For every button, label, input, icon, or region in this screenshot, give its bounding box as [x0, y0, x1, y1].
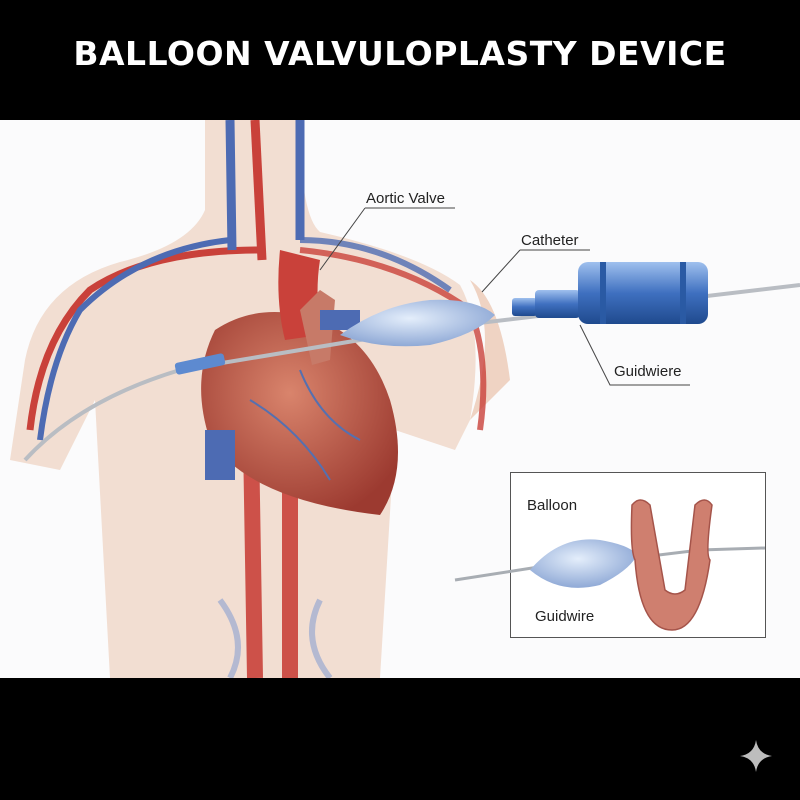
label-aortic-valve: Aortic Valve	[366, 190, 445, 207]
neck-artery	[250, 120, 267, 261]
label-guidewire: Guidwiere	[614, 363, 682, 380]
inset-valve	[630, 499, 713, 631]
illustration: Aortic Valve Catheter Guidwiere Balloon …	[0, 120, 800, 678]
anatomy-illustration	[10, 120, 800, 678]
catheter-device	[512, 262, 708, 324]
balloon	[340, 299, 495, 347]
inset-balloon	[530, 539, 637, 588]
arm-artery-left	[26, 246, 261, 431]
heart	[201, 312, 398, 515]
sparkle-icon	[740, 740, 772, 772]
label-balloon: Balloon	[527, 497, 578, 514]
neck-vein	[225, 120, 305, 251]
title-bar: BALLOON VALVULOPLASTY DEVICE	[0, 0, 800, 120]
label-catheter: Catheter	[521, 232, 579, 249]
label-guidewire-inset: Guidwire	[535, 608, 595, 625]
page-title: BALLOON VALVULOPLASTY DEVICE	[73, 34, 727, 73]
bottom-bar	[0, 678, 800, 800]
arm-vein-left	[37, 237, 231, 441]
